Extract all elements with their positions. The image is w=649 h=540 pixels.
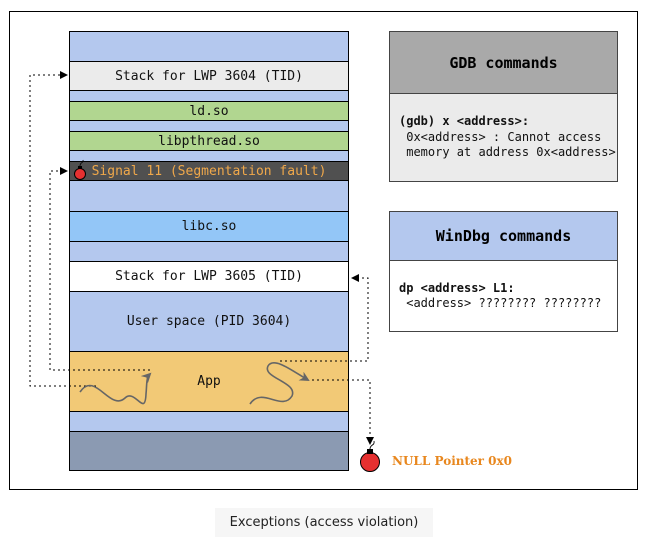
gdb-commands-header: GDB commands — [390, 32, 617, 94]
stack-lwp-3604-label: Stack for LWP 3604 (TID) — [115, 68, 303, 84]
ld-so-label: ld.so — [189, 103, 229, 119]
windbg-command-line-2: <address> ???????? ???????? — [399, 296, 602, 310]
memory-block-top — [69, 31, 349, 62]
dotted-arrow-to-null-pointer — [312, 379, 374, 445]
gdb-commands-panel: GDB commands (gdb) x <address>: 0x<addre… — [389, 31, 618, 182]
windbg-commands-panel: WinDbg commands dp <address> L1: <addres… — [389, 211, 618, 332]
null-pointer-bomb-icon — [360, 440, 380, 472]
memory-block-bottom — [69, 431, 349, 471]
memory-gap-4 — [69, 180, 349, 212]
libc-so-label: libc.so — [181, 219, 237, 234]
app-label: App — [197, 374, 221, 389]
stack-lwp-3605-block: Stack for LWP 3605 (TID) — [69, 261, 349, 292]
dotted-arrow-to-signal — [49, 167, 150, 371]
squiggle-arrow-left — [79, 372, 152, 405]
dotted-arrow-to-stack-3604 — [29, 71, 96, 387]
dotted-arrow-to-stack-3605 — [280, 274, 369, 362]
figure-caption: Exceptions (access violation) — [215, 508, 433, 537]
app-block: App — [69, 351, 349, 412]
gdb-command-line-1: (gdb) x <address>: — [399, 114, 530, 128]
stack-lwp-3605-label: Stack for LWP 3605 (TID) — [115, 269, 303, 284]
signal-bomb-icon — [74, 159, 86, 180]
windbg-commands-header: WinDbg commands — [390, 212, 617, 261]
signal-11-label: Signal 11 (Segmentation fault) — [91, 163, 327, 179]
gdb-command-line-2: 0x<address> : Cannot access — [399, 130, 602, 144]
user-space-label: User space (PID 3604) — [126, 314, 292, 329]
gdb-commands-title: GDB commands — [449, 53, 558, 72]
libpthread-so-label: libpthread.so — [158, 133, 260, 149]
libpthread-so-block: libpthread.so — [69, 131, 349, 151]
windbg-commands-title: WinDbg commands — [435, 227, 572, 245]
squiggle-arrow-right — [249, 362, 310, 405]
user-space-block: User space (PID 3604) — [69, 291, 349, 352]
null-pointer-label: NULL Pointer 0x0 — [392, 454, 513, 468]
gdb-command-line-3: memory at address 0x<address> — [399, 145, 616, 159]
signal-11-block: Signal 11 (Segmentation fault) — [69, 161, 349, 181]
windbg-command-line-1: dp <address> L1: — [399, 281, 515, 295]
